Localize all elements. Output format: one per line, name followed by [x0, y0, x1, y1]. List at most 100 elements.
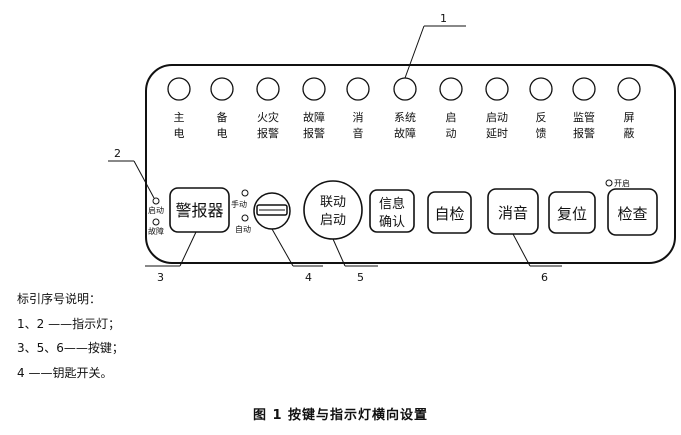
indicator-label-line2: 音 — [353, 126, 364, 140]
indicator-silence: 消 音 — [346, 77, 370, 140]
indicator-label-start: 启动 — [148, 205, 164, 215]
indicator-fault-alarm: 故障 报警 — [302, 77, 326, 140]
alarm-button[interactable]: 警报器 — [169, 187, 230, 233]
indicator-feedback: 反 馈 — [529, 77, 553, 140]
left-indicator-group: 启动 故障 — [148, 197, 164, 236]
indicator-light — [617, 77, 641, 101]
indicator-light — [572, 77, 596, 101]
open-indicator-light — [605, 179, 613, 187]
callout-number: 1 — [440, 12, 447, 25]
callout-1: 1 — [404, 12, 466, 79]
silence-label: 消音 — [498, 204, 528, 222]
indicator-label-line1: 备 — [217, 110, 228, 124]
indicator-label-line2: 故障 — [394, 126, 416, 140]
indicator-light — [302, 77, 326, 101]
callout-leader — [512, 233, 531, 267]
legend-line-indicators: 1、2 ——指示灯； — [17, 317, 121, 331]
indicator-label-line2: 报警 — [257, 126, 279, 140]
indicator-light — [529, 77, 553, 101]
callout-4: 4 — [271, 228, 323, 284]
key-switch[interactable] — [253, 192, 291, 230]
indicator-row: 主 电 备 电 火灾 报警 故障 报警 消 音 系统 故障 — [167, 77, 641, 140]
indicator-label-line1: 消 — [353, 110, 364, 124]
reset-label: 复位 — [557, 205, 587, 223]
indicator-label-line2: 动 — [446, 127, 457, 140]
indicator-label-line2: 馈 — [536, 127, 547, 140]
indicator-shield: 屏 蔽 — [617, 77, 641, 140]
callout-number: 5 — [357, 271, 364, 284]
inspect-button-frame[interactable] — [607, 188, 658, 236]
legend-line-buttons: 3、5、6——按键； — [17, 341, 124, 355]
info-confirm-label-line2: 确认 — [379, 215, 405, 230]
auto-label: 自动 — [235, 224, 251, 234]
alarm-button-frame[interactable] — [169, 187, 230, 233]
self-check-label: 自检 — [434, 205, 464, 223]
indicator-start: 启 动 — [439, 77, 463, 140]
indicator-label-line2: 电 — [217, 127, 228, 140]
callout-leader — [271, 228, 294, 267]
indicator-label-line1: 监管 — [573, 110, 595, 124]
indicator-light — [167, 77, 191, 101]
indicator-light — [346, 77, 370, 101]
indicator-light — [485, 77, 509, 101]
info-confirm-label-line1: 信息 — [379, 196, 405, 212]
indicator-label-line1: 故障 — [303, 110, 325, 124]
indicator-light-fault — [152, 218, 160, 226]
reset-button[interactable]: 复位 — [548, 191, 596, 234]
key-slot — [256, 204, 288, 216]
callout-leader — [179, 231, 197, 267]
open-indicator: 开启 — [605, 178, 630, 188]
callout-leader — [332, 238, 346, 267]
callout-leader — [404, 25, 425, 79]
callout-3: 3 — [145, 231, 197, 284]
indicator-start-delay: 启动 延时 — [485, 77, 509, 140]
indicator-label-fault: 故障 — [148, 226, 164, 236]
indicator-light — [393, 77, 417, 101]
legend-title: 标引序号说明： — [17, 292, 102, 306]
alarm-button-label: 警报器 — [175, 201, 223, 220]
indicator-label-line1: 火灾 — [257, 110, 279, 124]
manual-indicator-light — [241, 189, 249, 197]
panel-outline — [145, 64, 676, 264]
indicator-light — [210, 77, 234, 101]
info-confirm-button-frame[interactable] — [369, 189, 415, 233]
callout-number: 4 — [305, 271, 312, 284]
indicator-light — [256, 77, 280, 101]
indicator-light-start — [152, 197, 160, 205]
key-switch-group: 手动 自动 — [231, 189, 291, 234]
indicator-label-line1: 反 — [536, 111, 547, 124]
info-confirm-button[interactable]: 信息 确认 — [369, 189, 415, 233]
linkage-start-label-line1: 联动 — [320, 195, 346, 210]
indicator-backup-power: 备 电 — [210, 77, 234, 140]
callout-number: 2 — [114, 147, 121, 160]
callout-5: 5 — [332, 238, 378, 284]
linkage-start-button[interactable]: 联动 启动 — [303, 180, 363, 240]
indicator-label-line2: 延时 — [486, 127, 508, 140]
indicator-label-line2: 电 — [174, 127, 185, 140]
self-check-button[interactable]: 自检 — [427, 191, 472, 234]
indicator-system-fault: 系统 故障 — [393, 77, 417, 140]
callout-leader — [133, 160, 155, 199]
indicator-label-line1: 系统 — [394, 111, 416, 124]
legend-line-key-switch: 4 ——钥匙开关。 — [17, 366, 113, 380]
linkage-start-button-frame[interactable] — [303, 180, 363, 240]
indicator-label-line1: 主 — [174, 111, 185, 124]
auto-indicator-light — [241, 214, 249, 222]
indicator-label-line2: 蔽 — [624, 127, 635, 140]
callout-number: 6 — [541, 271, 548, 284]
key-switch-ring[interactable] — [253, 192, 291, 230]
silence-button[interactable]: 消音 — [487, 188, 539, 235]
indicator-label-line2: 报警 — [573, 126, 595, 140]
indicator-label-line1: 屏 — [624, 111, 635, 124]
inspect-button[interactable]: 检查 — [607, 188, 658, 236]
callout-2: 2 — [108, 147, 155, 199]
open-indicator-label: 开启 — [614, 178, 630, 188]
indicator-main-power: 主 电 — [167, 77, 191, 140]
linkage-start-label-line2: 启动 — [320, 213, 346, 228]
callout-6: 6 — [512, 233, 562, 284]
reset-button-frame[interactable] — [548, 191, 596, 234]
callout-number: 3 — [157, 271, 164, 284]
self-check-button-frame[interactable] — [427, 191, 472, 234]
indicator-light — [439, 77, 463, 101]
